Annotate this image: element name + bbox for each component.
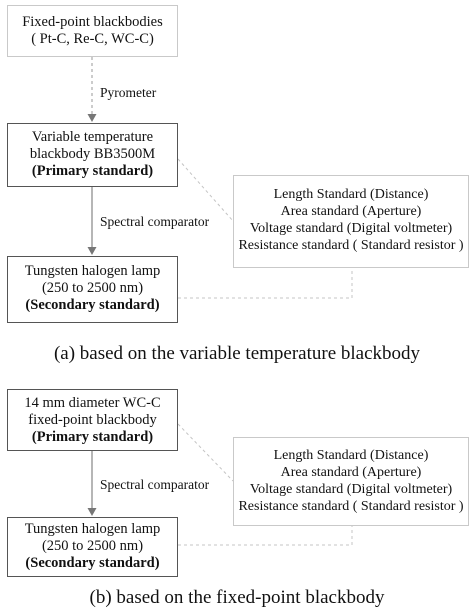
fixed-point-blackbodies-title: Fixed-point blackbodies <box>22 14 163 30</box>
resistance-standard-a: Resistance standard ( Standard resistor … <box>238 238 464 253</box>
primary-standard-label-a: (Primary standard) <box>31 163 154 179</box>
lamp-name-a: Tungsten halogen lamp <box>24 263 161 279</box>
caption-a: (a) based on the variable temperature bl… <box>53 343 421 364</box>
tungsten-halogen-lamp-box-a: Tungsten halogen lamp (250 to 2500 nm) (… <box>7 256 178 323</box>
spectral-comparator-label-b: Spectral comparator <box>100 477 210 492</box>
lamp-range-b: (250 to 2500 nm) <box>41 538 144 554</box>
wc-c-line1: 14 mm diameter WC-C <box>24 395 161 411</box>
standards-link-to-primary-a <box>177 158 234 222</box>
wc-c-fixed-point-blackbody-box: 14 mm diameter WC-C fixed-point blackbod… <box>7 389 178 451</box>
standards-link-to-secondary-b <box>178 526 353 546</box>
fixed-point-blackbodies-list: ( Pt-C, Re-C, WC-C) <box>31 31 154 47</box>
caption-b: (b) based on the fixed-point blackbody <box>89 587 385 608</box>
spectral-comparator-label-a: Spectral comparator <box>100 214 210 229</box>
voltage-standard-b: Voltage standard (Digital voltmeter) <box>249 482 453 497</box>
variable-temperature-blackbody-box: Variable temperature blackbody BB3500M (… <box>7 123 178 187</box>
wc-c-line2: fixed-point blackbody <box>28 412 157 428</box>
vt-blackbody-line1: Variable temperature <box>31 129 154 145</box>
lamp-name-b: Tungsten halogen lamp <box>24 521 161 537</box>
resistance-standard-b: Resistance standard ( Standard resistor … <box>238 499 464 514</box>
standards-link-to-secondary-a <box>178 268 353 299</box>
electrical-dimensional-standards-box-b: Length Standard (Distance) Area standard… <box>233 437 469 526</box>
voltage-standard-a: Voltage standard (Digital voltmeter) <box>249 221 453 236</box>
pyrometer-label: Pyrometer <box>100 85 157 100</box>
secondary-standard-label-b: (Secondary standard) <box>25 555 160 571</box>
length-standard-b: Length Standard (Distance) <box>273 448 429 463</box>
primary-standard-label-b: (Primary standard) <box>31 429 154 445</box>
vt-blackbody-line2: blackbody BB3500M <box>29 146 156 162</box>
area-standard-a: Area standard (Aperture) <box>280 204 422 219</box>
area-standard-b: Area standard (Aperture) <box>280 465 422 480</box>
standards-link-to-primary-b <box>177 423 234 482</box>
fixed-point-blackbodies-box: Fixed-point blackbodies ( Pt-C, Re-C, WC… <box>7 5 178 57</box>
secondary-standard-label-a: (Secondary standard) <box>25 297 160 313</box>
length-standard-a: Length Standard (Distance) <box>273 187 429 202</box>
electrical-dimensional-standards-box-a: Length Standard (Distance) Area standard… <box>233 175 469 268</box>
lamp-range-a: (250 to 2500 nm) <box>41 280 144 296</box>
tungsten-halogen-lamp-box-b: Tungsten halogen lamp (250 to 2500 nm) (… <box>7 517 178 577</box>
